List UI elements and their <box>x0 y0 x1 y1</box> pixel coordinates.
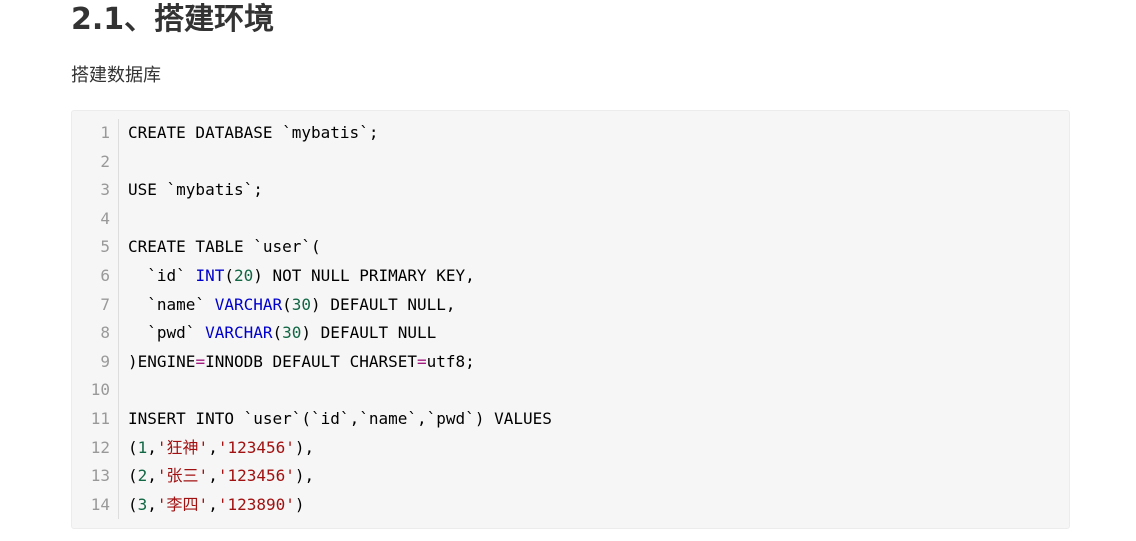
code-token: utf8; <box>426 351 475 371</box>
code-line: )ENGINE=INNODB DEFAULT CHARSET=utf8; <box>128 348 475 377</box>
code-token: ( <box>128 466 138 486</box>
line-number: 2 <box>100 151 110 171</box>
code-token: CREATE DATABASE <box>128 123 283 142</box>
code-line: CREATE TABLE `user`( <box>128 233 321 262</box>
code-token: ( <box>301 409 312 428</box>
code-token: , <box>208 466 218 486</box>
code-token: ) VALUES <box>474 409 552 428</box>
code-token: , <box>417 409 427 428</box>
code-token: 1 <box>137 437 148 457</box>
code-token: , <box>349 409 360 428</box>
code-token: '狂神' <box>156 437 209 457</box>
code-token: ) <box>294 494 305 514</box>
line-number: 12 <box>90 437 110 457</box>
code-token: ( <box>128 494 138 514</box>
code-token: `mybatis` <box>166 180 254 200</box>
code-token: USE <box>128 180 167 200</box>
line-number: 11 <box>90 409 110 428</box>
code-token: , <box>208 494 218 514</box>
code-token: ( <box>224 266 234 285</box>
code-token: `id` <box>128 266 196 285</box>
line-number: 3 <box>100 180 110 200</box>
code-token: 20 <box>233 266 254 285</box>
code-token: `name` <box>359 409 417 428</box>
code-line: (3,'李四','123890') <box>128 491 305 520</box>
line-number: 5 <box>100 237 110 257</box>
code-token: ), <box>294 466 315 486</box>
code-token: ( <box>128 437 138 457</box>
line-number: 9 <box>100 351 110 371</box>
line-number: 13 <box>90 466 110 486</box>
code-token: , <box>147 466 157 486</box>
code-line: `pwd` VARCHAR(30) DEFAULT NULL <box>128 319 436 348</box>
line-number: 4 <box>100 208 110 228</box>
code-line: USE `mybatis`; <box>128 176 263 205</box>
code-token: ), <box>294 437 315 457</box>
code-token: INT <box>195 266 225 285</box>
code-token: , <box>208 437 218 457</box>
code-token: INNODB DEFAULT CHARSET <box>205 351 417 371</box>
code-token: , <box>147 494 157 514</box>
code-token: ) DEFAULT NULL <box>301 323 437 343</box>
line-number: 8 <box>100 323 110 343</box>
code-token: `pwd` <box>426 409 475 428</box>
line-number: 6 <box>100 266 110 285</box>
code-token: `mybatis` <box>282 123 369 142</box>
code-token: )ENGINE <box>128 351 196 371</box>
code-token: CREATE TABLE <box>128 237 254 257</box>
code-token: '123456' <box>217 437 295 457</box>
code-token: ( <box>311 237 321 257</box>
code-token: `user` <box>243 409 302 428</box>
code-token: `pwd` <box>128 323 206 343</box>
code-token: VARCHAR <box>214 294 283 314</box>
code-token: '张三' <box>156 466 209 486</box>
line-number: 14 <box>90 494 110 514</box>
code-token: 30 <box>291 294 312 314</box>
code-line: CREATE DATABASE `mybatis`; <box>128 119 378 148</box>
code-token: ( <box>272 323 283 343</box>
code-line: (1,'狂神','123456'), <box>128 434 314 463</box>
code-token: '123456' <box>217 466 295 486</box>
section-paragraph: 搭建数据库 <box>71 65 161 86</box>
code-line: `name` VARCHAR(30) DEFAULT NULL, <box>128 291 456 320</box>
code-line: INSERT INTO `user`(`id`,`name`,`pwd`) VA… <box>128 405 552 434</box>
line-number: 10 <box>90 380 110 400</box>
code-token: 30 <box>282 323 302 343</box>
code-token: ; <box>368 123 379 142</box>
code-token: , <box>147 437 157 457</box>
code-line: (2,'张三','123456'), <box>128 462 314 491</box>
line-number: 1 <box>100 123 110 142</box>
section-heading: 2.1、搭建环境 <box>71 2 275 37</box>
code-token: INSERT INTO <box>128 409 244 428</box>
code-token: = <box>195 351 206 371</box>
code-token: `id` <box>311 409 350 428</box>
code-line: `id` INT(20) NOT NULL PRIMARY KEY, <box>128 262 475 291</box>
code-token: ; <box>253 180 263 200</box>
line-number: 7 <box>100 294 110 314</box>
code-token: `name` <box>128 294 215 314</box>
code-token: `user` <box>253 237 312 257</box>
code-token: 2 <box>137 466 148 486</box>
code-token: = <box>417 351 427 371</box>
code-token: ) NOT NULL PRIMARY KEY, <box>253 266 475 285</box>
code-token: ) DEFAULT NULL, <box>311 294 456 314</box>
code-token: '李四' <box>156 494 209 514</box>
code-token: '123890' <box>217 494 295 514</box>
code-token: 3 <box>137 494 148 514</box>
code-token: ( <box>282 294 292 314</box>
code-token: VARCHAR <box>205 323 273 343</box>
